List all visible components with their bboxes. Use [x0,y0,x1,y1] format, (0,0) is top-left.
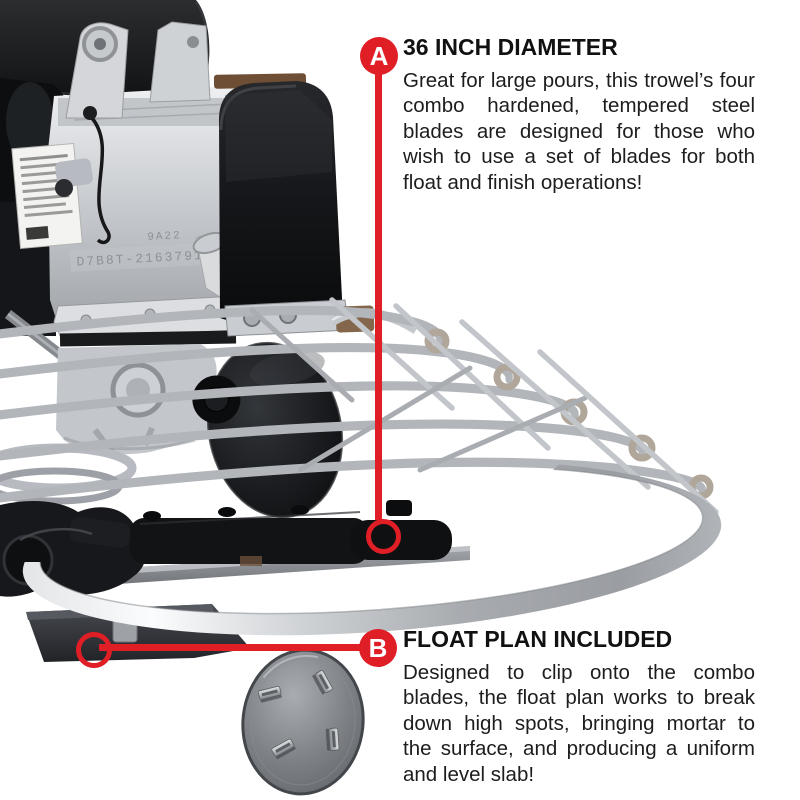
callout-a-target-ring [366,519,401,554]
float-pan-inset [241,648,365,796]
engine-stamp-line1: 9A22 [147,230,182,244]
guard-cage [0,297,719,515]
cage-ring-end-loop [628,434,656,462]
cage-ring-end-loop [493,363,521,391]
callout-b-letter: B [368,633,388,663]
engine-assembly: 9A22 D7B8T-2163791 [0,21,250,366]
warning-label [11,142,83,250]
callout-a-text: 36 INCH DIAMETER Great for large pours, … [403,34,755,195]
callout-b-badge: B [359,629,397,667]
cage-ring-end-loop [424,328,450,354]
callout-b-text: FLOAT PLAN INCLUDED Designed to clip ont… [403,626,755,787]
callout-b-body: Designed to clip onto the combo blades, … [403,661,755,786]
engine-stamp-line2: D7B8T-2163791 [76,248,204,270]
pan-clip [312,670,333,695]
pan-clip [257,685,282,703]
engine-block [48,86,250,338]
callout-a-body: Great for large pours, this trowel’s fou… [403,69,755,194]
spark-plug-wire [90,116,111,245]
cage-struts [249,297,719,515]
callout-a-leader-line [375,73,382,520]
callout-b-title: FLOAT PLAN INCLUDED [403,626,673,652]
callout-b-target-ring [76,632,112,668]
callout-b-leader-line [99,644,361,651]
callout-a-letter: A [369,41,389,71]
belt-guard [213,73,419,337]
pan-clip [271,738,296,759]
callout-a-badge: A [360,37,398,75]
callout-a-title: 36 INCH DIAMETER [403,34,618,60]
carburetor [55,158,93,197]
engine-stamp: 9A22 D7B8T-2163791 [69,230,223,272]
engine-mount-brackets [65,21,211,119]
pan-clip [325,727,340,751]
